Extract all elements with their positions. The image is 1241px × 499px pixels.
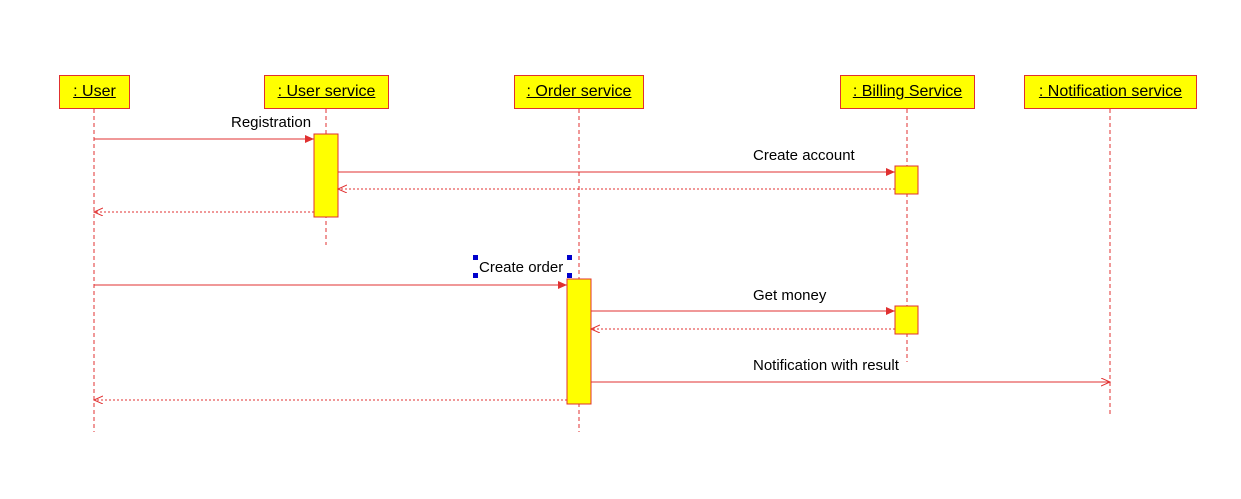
message-notification-label[interactable]: Notification with result [753,357,899,374]
lifeline-order-service-box[interactable]: : Order service [514,75,644,109]
selection-handle-top-left[interactable] [473,255,478,260]
activation-billing-service-2[interactable] [894,305,919,335]
message-create-account-label[interactable]: Create account [753,147,855,164]
lifeline-user-box[interactable]: : User [59,75,130,109]
lifeline-billing-service-box[interactable]: : Billing Service [840,75,975,109]
activation-order-service[interactable] [566,278,592,405]
message-create-order-label[interactable]: Create order [479,259,564,276]
activation-user-service[interactable] [313,133,339,218]
activation-billing-service-1[interactable] [894,165,919,195]
lifeline-user-service-box[interactable]: : User service [264,75,389,109]
selection-handle-top-right[interactable] [567,255,572,260]
selection-handle-bottom-left[interactable] [473,273,478,278]
lifeline-notification-service-box[interactable]: : Notification service [1024,75,1197,109]
message-get-money-label[interactable]: Get money [753,287,827,304]
selection-handle-bottom-right[interactable] [567,273,572,278]
message-registration-label[interactable]: Registration [231,114,312,131]
